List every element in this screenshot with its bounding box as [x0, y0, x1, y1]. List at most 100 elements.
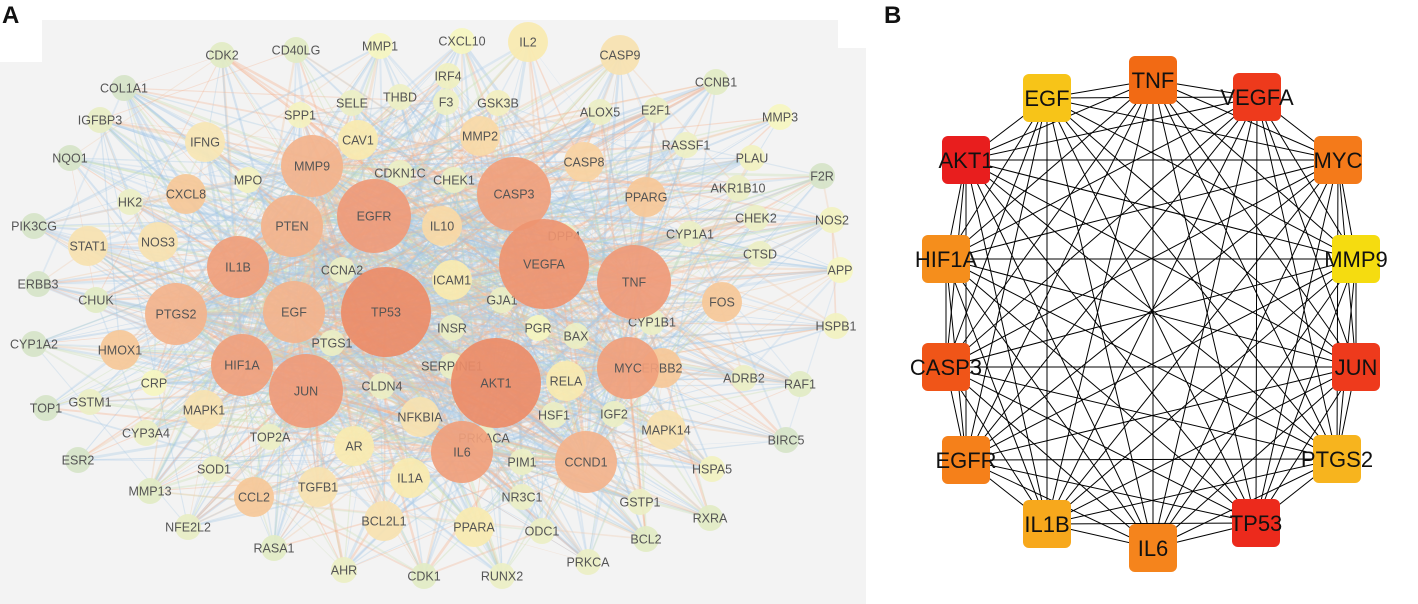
network-edge [187, 193, 515, 528]
node-crp: CRP [141, 370, 167, 396]
node-esr2: ESR2 [62, 447, 94, 473]
ppi-edge [1046, 366, 1357, 525]
node-circle [341, 267, 431, 357]
node-circle [422, 206, 462, 246]
network-edge [311, 101, 499, 168]
network-edge [513, 193, 761, 255]
network-edge [175, 313, 615, 415]
node-label: PTGS1 [312, 337, 353, 351]
node-circle [575, 549, 601, 575]
network-edge [241, 325, 837, 366]
network-edge [495, 102, 499, 384]
ppi-edge [1256, 96, 1357, 368]
network-edge [473, 367, 629, 528]
network-edge [317, 486, 589, 563]
network-edge [241, 325, 837, 366]
node-label: NOS3 [141, 236, 175, 250]
node-circle [201, 456, 227, 482]
node-circle [185, 122, 225, 162]
network-edge [299, 101, 447, 116]
network-edge [351, 102, 497, 384]
network-edge [381, 281, 635, 387]
ppi-edge [945, 79, 1154, 260]
node-circle [819, 207, 845, 233]
node-label: ALOX5 [580, 106, 620, 120]
node-label: BCL2L1 [361, 515, 406, 529]
network-edge [353, 196, 647, 447]
ppi-edge [965, 96, 1258, 161]
node-label: PPARG [625, 191, 668, 205]
hub-node-box [1023, 500, 1071, 548]
node-adrb2: ADRB2 [723, 365, 765, 391]
node-ccnd1: CCND1 [555, 431, 617, 493]
network-edge [295, 49, 515, 195]
node-label: ICAM1 [433, 274, 471, 288]
node-label: CAV1 [342, 134, 374, 148]
ppi-edge [945, 258, 1048, 525]
ppi-edge [945, 366, 1338, 460]
ppi-edge [965, 458, 1338, 461]
hub-node-box [1313, 435, 1361, 483]
node-circle [261, 195, 323, 257]
node-circle [141, 370, 167, 396]
node-label: IL10 [430, 220, 454, 234]
node-label: CASP3 [494, 188, 535, 202]
node-pparg: PPARG [625, 177, 668, 217]
node-label: RASSF1 [662, 139, 711, 153]
network-edge [213, 281, 635, 470]
network-edge [293, 109, 657, 313]
network-edge [33, 225, 629, 369]
network-edge [37, 282, 243, 367]
node-label: IGFBP3 [78, 114, 123, 128]
node-label: RELA [550, 375, 583, 389]
network-edge [187, 477, 411, 528]
network-edge [45, 407, 319, 488]
node-pten: PTEN [261, 195, 323, 257]
hub-node-akt1: AKT1 [938, 136, 994, 184]
network-edge [252, 225, 294, 498]
node-circle [731, 365, 757, 391]
network-edge [220, 54, 240, 268]
network-edge [33, 266, 239, 345]
node-label: PTGS2 [156, 308, 197, 322]
hub-node-label: IL6 [1138, 536, 1169, 561]
node-label: PIK3CG [11, 220, 57, 234]
node-prkca: PRKCA [566, 549, 610, 575]
network-edge [45, 175, 823, 409]
node-circle [33, 395, 59, 421]
node-circle [509, 484, 535, 510]
node-il2: IL2 [508, 22, 548, 62]
node-circle [166, 174, 206, 214]
node-circle [87, 107, 113, 133]
network-edge [123, 87, 177, 315]
node-circle [339, 90, 365, 116]
node-odc1: ODC1 [525, 518, 559, 544]
network-edge [87, 214, 375, 248]
panel-b-edges [945, 79, 1357, 549]
node-circle [451, 338, 541, 428]
node-egf: EGF [263, 281, 325, 343]
node-sod1: SOD1 [197, 456, 231, 482]
ppi-edge [1152, 96, 1258, 549]
node-runx2: RUNX2 [481, 563, 523, 589]
network-edge [311, 143, 687, 168]
node-rasa1: RASA1 [254, 535, 295, 561]
network-edge [77, 451, 463, 461]
node-label: MAPK14 [641, 424, 690, 438]
node-hk2: HK2 [117, 189, 143, 215]
node-ccl2: CCL2 [234, 477, 274, 517]
node-label: CHUK [78, 294, 114, 308]
network-edge [99, 119, 375, 217]
network-edge [153, 214, 375, 385]
node-circle [747, 241, 773, 267]
network-edge [33, 343, 425, 577]
network-edge [311, 81, 717, 167]
node-circle [432, 260, 472, 300]
network-edge [213, 451, 463, 470]
node-nfe2l2: NFE2L2 [165, 514, 211, 540]
network-edge [273, 385, 383, 549]
ppi-edge [1046, 97, 1338, 460]
node-circle [283, 37, 309, 63]
network-edge [175, 313, 713, 470]
